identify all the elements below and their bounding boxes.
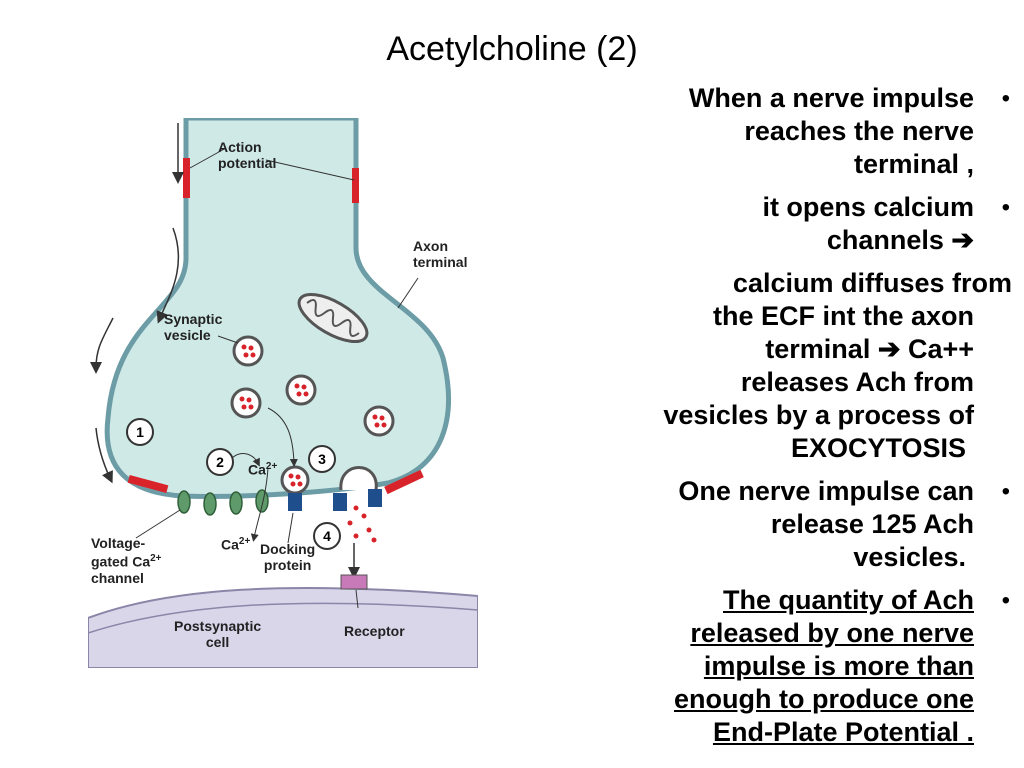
bullet-dot-icon: • xyxy=(1001,478,1010,505)
bullet-dot-icon: • xyxy=(1001,85,1010,112)
receptor-shape xyxy=(340,574,368,590)
label-postsynaptic-line2: cell xyxy=(205,634,230,650)
bullet-dot-icon: • xyxy=(1001,587,1010,614)
bullet-line: the ECF int the axon xyxy=(712,301,974,331)
label-voltage-line2: gated Ca2+ xyxy=(91,551,162,570)
ca-superscript: 2+ xyxy=(238,536,251,547)
bullet-item: it opens calcium channels ➔ • xyxy=(572,191,1012,257)
step-4-marker: 4 xyxy=(313,522,341,550)
label-synaptic-vesicle: Synaptic vesicle xyxy=(164,311,222,343)
bullet-line: calcium diffuses from xyxy=(732,268,1012,298)
ca-text: Ca xyxy=(248,461,266,478)
bullet-list: When a nerve impulse reaches the nerve t… xyxy=(572,82,1012,759)
label-action-potential: Action potential xyxy=(218,139,276,171)
label-postsynaptic-cell: Postsynaptic cell xyxy=(174,618,261,650)
step-1-marker: 1 xyxy=(126,418,154,446)
label-voltage-gated-channel: Voltage- gated Ca2+ channel xyxy=(91,535,162,586)
label-voltage-line3: channel xyxy=(91,569,144,586)
label-ca-ion-top: Ca2+ xyxy=(248,459,277,478)
bullet-item: When a nerve impulse reaches the nerve t… xyxy=(572,82,1012,181)
bullet-text: calcium diffuses from the ECF int the ax… xyxy=(663,267,1012,465)
label-docking-protein: Docking protein xyxy=(260,541,315,573)
bullet-item: One nerve impulse can release 125 Ach ve… xyxy=(572,475,1012,574)
synapse-illustration xyxy=(87,115,479,669)
slide-title: Acetylcholine (2) xyxy=(386,30,638,68)
bullet-line: terminal , xyxy=(853,149,974,179)
bullet-line: impulse is more than xyxy=(703,651,974,681)
bullet-text: One nerve impulse can release 125 Ach ve… xyxy=(678,475,1012,574)
bullet-line: reaches the nerve xyxy=(744,116,974,146)
bullet-line: One nerve impulse can xyxy=(678,476,974,506)
bullet-line: vesicles by a process of xyxy=(663,400,974,430)
label-axon-terminal: Axon terminal xyxy=(413,238,467,270)
bullet-line: End-Plate Potential . xyxy=(712,717,974,747)
label-docking-line1: Docking xyxy=(260,541,316,557)
bullet-line: channels ➔ xyxy=(826,225,974,255)
label-synaptic-vesicle-line1: Synaptic xyxy=(164,311,223,327)
axon-terminal-shape xyxy=(104,115,451,499)
label-voltage-text: gated Ca xyxy=(91,553,151,570)
label-action-potential-line1: Action xyxy=(218,139,262,155)
bullet-line: release 125 Ach xyxy=(770,509,974,539)
label-ca-ion-bottom: Ca2+ xyxy=(221,534,250,553)
step-2-marker: 2 xyxy=(206,448,234,476)
label-axon-terminal-line1: Axon xyxy=(413,238,448,254)
bullet-line: The quantity of Ach xyxy=(723,585,974,615)
label-voltage-line1: Voltage- xyxy=(91,535,146,551)
label-axon-terminal-line2: terminal xyxy=(413,254,468,270)
postsynaptic-cell-shape xyxy=(87,586,479,669)
bullet-line: released by one nerve xyxy=(690,618,974,648)
ca-text: Ca xyxy=(221,536,239,553)
label-synaptic-vesicle-line2: vesicle xyxy=(164,327,211,343)
vesicles xyxy=(230,335,395,495)
label-docking-line2: protein xyxy=(263,557,312,573)
synapse-diagram: Action potential Axon terminal Synaptic … xyxy=(87,115,479,669)
bullet-line: EXOCYTOSIS xyxy=(790,433,966,463)
bullet-dot-icon: • xyxy=(1001,194,1010,221)
bullet-line: vesicles. xyxy=(853,542,966,572)
mitochondrion xyxy=(297,292,369,344)
bullet-item: calcium diffuses from the ECF int the ax… xyxy=(572,267,1012,465)
bullet-line: When a nerve impulse xyxy=(688,83,974,113)
ca-superscript: 2+ xyxy=(265,461,278,472)
bullet-line: releases Ach from xyxy=(740,367,974,397)
bullet-item: The quantity of Ach released by one nerv… xyxy=(572,584,1012,749)
bullet-line: it opens calcium xyxy=(762,192,974,222)
bullet-line: enough to produce one xyxy=(674,684,974,714)
step-3-marker: 3 xyxy=(308,445,336,473)
label-postsynaptic-line1: Postsynaptic xyxy=(174,618,262,634)
bullet-line: terminal ➔ Ca++ xyxy=(765,334,974,364)
ca-superscript: 2+ xyxy=(150,553,162,564)
label-receptor: Receptor xyxy=(344,623,405,639)
label-action-potential-line2: potential xyxy=(218,155,277,171)
bullet-text-underlined: The quantity of Ach released by one nerv… xyxy=(674,584,1012,749)
bullet-text: When a nerve impulse reaches the nerve t… xyxy=(689,82,1012,181)
bullet-text: it opens calcium channels ➔ xyxy=(762,191,1012,257)
